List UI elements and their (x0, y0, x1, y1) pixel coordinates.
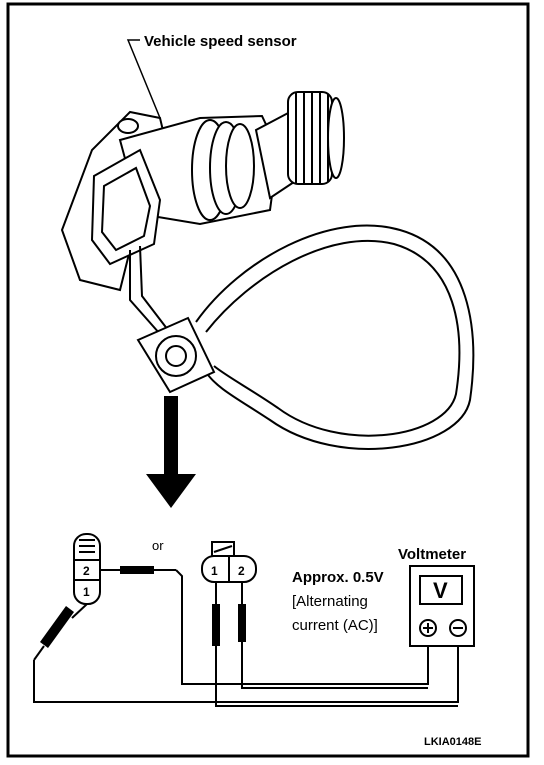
test-leads (33, 569, 459, 707)
voltmeter-title: Voltmeter (398, 546, 466, 563)
vehicle-speed-sensor (60, 91, 345, 292)
direction-arrow (146, 396, 196, 508)
sensor-leader-line (126, 39, 161, 119)
connector-left-pin-1: 1 (83, 585, 90, 599)
connector-left-pin-2: 2 (83, 564, 90, 578)
connector-right (201, 541, 257, 583)
approx-voltage: Approx. 0.5V (292, 569, 384, 586)
figure-code: LKIA0148E (424, 736, 481, 748)
right-probes (212, 582, 246, 646)
or-label: or (152, 538, 164, 553)
connector-right-pin-1: 1 (211, 564, 218, 578)
approx-ac-line2: current (AC)] (292, 617, 378, 634)
left-probe-pin1 (33, 603, 88, 661)
sensor-harness (129, 224, 475, 450)
figure-border (6, 2, 530, 758)
harness-connector (136, 316, 216, 394)
voltmeter-display: V (433, 578, 448, 603)
sensor-label: Vehicle speed sensor (144, 33, 297, 50)
voltmeter (409, 565, 475, 647)
approx-ac-line1: [Alternating (292, 593, 368, 610)
left-probe-pin2 (100, 566, 176, 574)
connector-right-pin-2: 2 (238, 564, 245, 578)
